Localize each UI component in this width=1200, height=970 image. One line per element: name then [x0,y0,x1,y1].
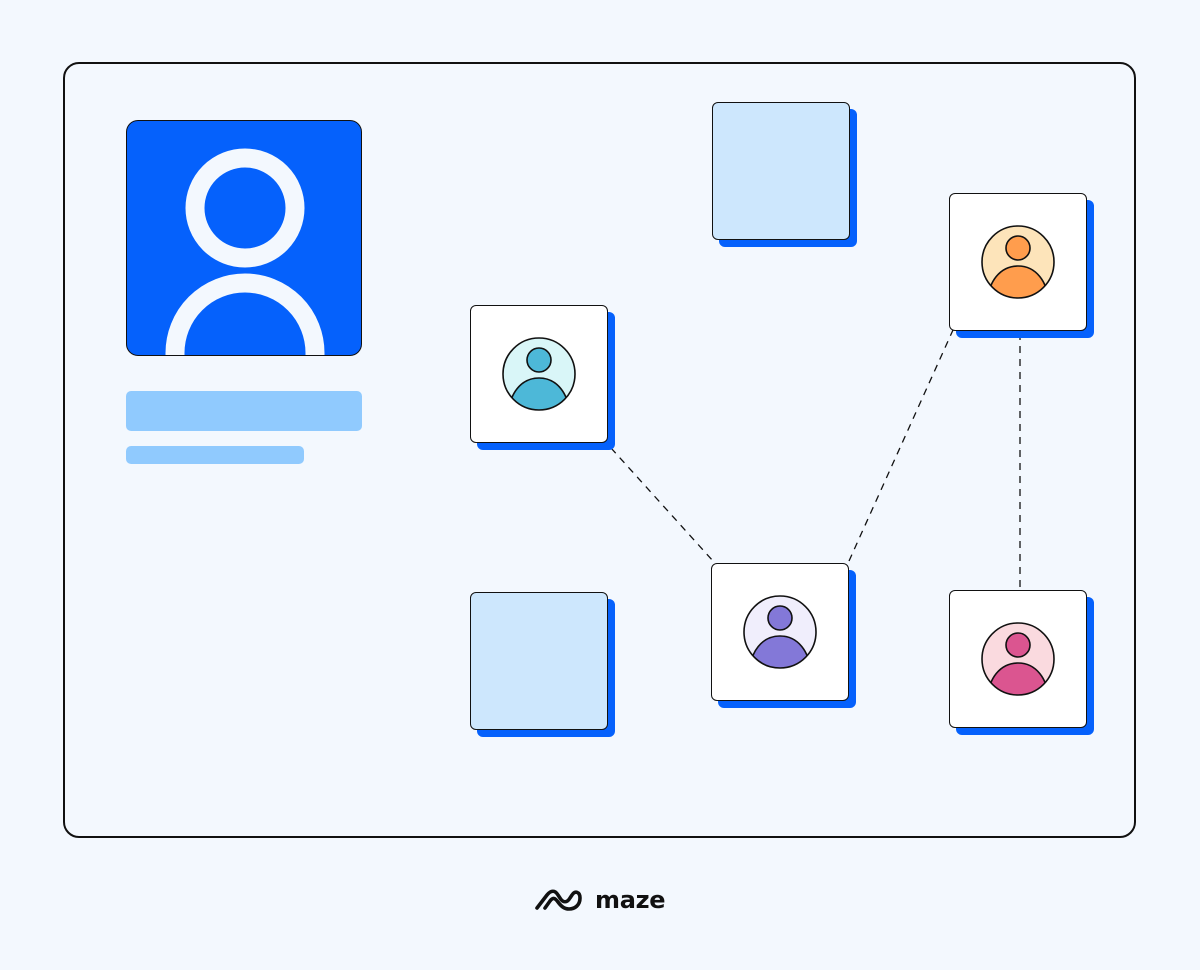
empty-card-bottom [470,592,608,730]
brand-name: maze [595,886,666,914]
maze-logo-icon [535,889,582,911]
user-avatar-icon [502,337,576,411]
user-avatar-icon [981,225,1055,299]
empty-card-top [712,102,850,240]
profile-card [126,120,362,356]
profile-subtitle-placeholder [126,446,304,464]
persona-card-orange [949,193,1087,331]
persona-card-purple [711,563,849,701]
profile-title-placeholder [126,391,362,431]
brand-logo: maze [533,880,666,920]
user-avatar-icon [743,595,817,669]
user-avatar-icon [981,622,1055,696]
persona-card-teal [470,305,608,443]
user-avatar-icon [165,148,325,355]
persona-card-pink [949,590,1087,728]
